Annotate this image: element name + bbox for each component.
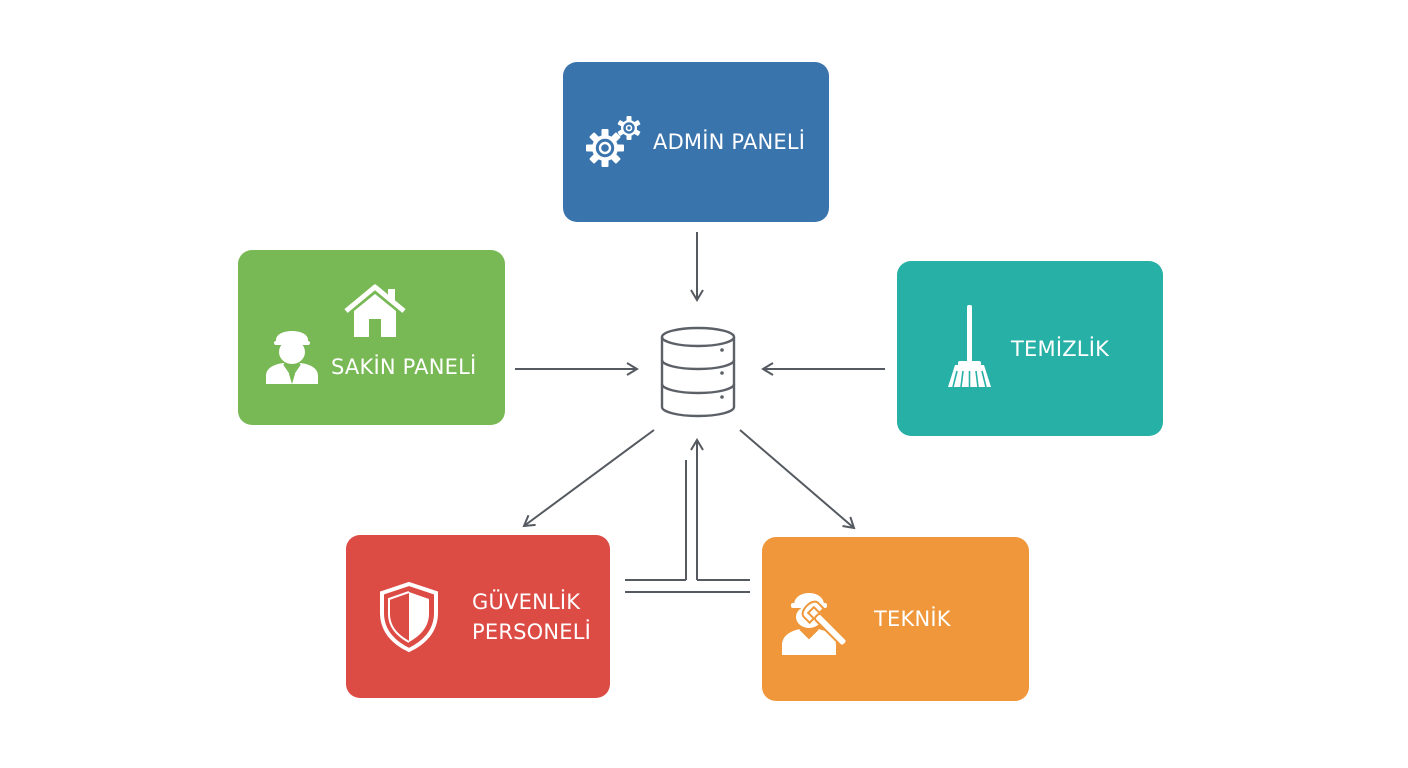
- resident-icon: [266, 331, 318, 384]
- cleaning-node[interactable]: TEMİZLİK: [897, 261, 1163, 436]
- technical-label: TEKNİK: [874, 607, 951, 631]
- security-staff-label-line1: GÜVENLİK: [472, 589, 581, 614]
- technician-icon: [782, 593, 848, 655]
- gears-icon: [586, 116, 641, 167]
- house-icon: [344, 284, 406, 337]
- broom-icon: [948, 304, 991, 387]
- security-staff-label-line2: PERSONELİ: [472, 619, 592, 644]
- admin-panel-node[interactable]: ADMİN PANELİ: [563, 62, 829, 222]
- database-icon: [660, 326, 736, 418]
- security-staff-node[interactable]: GÜVENLİK PERSONELİ: [346, 535, 610, 698]
- admin-panel-label: ADMİN PANELİ: [653, 130, 806, 154]
- cleaning-label: TEMİZLİK: [1011, 336, 1110, 361]
- resident-panel-label: SAKİN PANELİ: [331, 355, 477, 379]
- connector-database-to-teknik: [739, 429, 856, 530]
- resident-panel-node[interactable]: SAKİN PANELİ: [238, 250, 505, 425]
- technical-node[interactable]: TEKNİK: [762, 537, 1029, 701]
- connector-database-to-guvenlik: [522, 429, 655, 528]
- shield-icon: [380, 581, 438, 652]
